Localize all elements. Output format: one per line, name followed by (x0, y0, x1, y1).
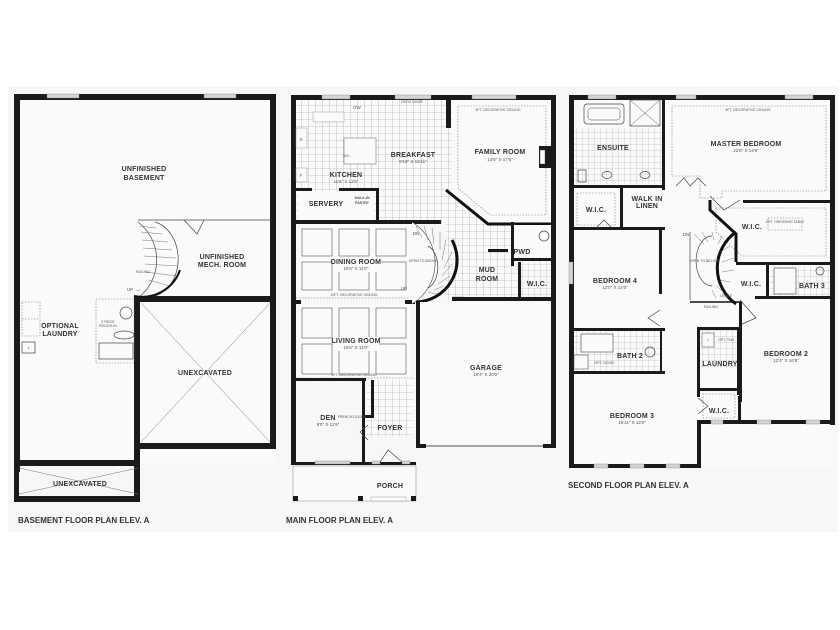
room-label-master-bedroom: MASTER BEDROOM (711, 141, 782, 148)
room-dims-garage: 18'4" X 20'0" (473, 372, 499, 377)
room-label-kitchen: KITCHEN (330, 172, 363, 179)
room-label-porch: PORCH (377, 483, 403, 490)
svg-text:PANTRY: PANTRY (355, 201, 370, 205)
room-label-optional-laundry-2: LAUNDRY (42, 331, 77, 338)
svg-text:10FT. DECORATIVE CEILING: 10FT. DECORATIVE CEILING (330, 293, 377, 297)
svg-text:3 PIECE: 3 PIECE (101, 320, 115, 324)
svg-text:PATIO DOOR: PATIO DOOR (401, 100, 423, 104)
svg-text:OPT. DOOR: OPT. DOOR (594, 361, 614, 365)
room-dims-bedroom-3: 16'11" X 12'0" (618, 420, 646, 425)
room-label-den: DEN (320, 415, 335, 422)
svg-text:T: T (707, 339, 710, 343)
room-label-laundry: LAUNDRY (702, 361, 737, 368)
room-dims-living-room: 16'6" X 11'0" (343, 345, 368, 350)
room-label-bath-3: BATH 3 (799, 283, 825, 290)
room-label-bedroom-4: BEDROOM 4 (593, 278, 637, 285)
room-label-master-wic: W.I.C. (742, 224, 762, 231)
svg-text:DN: DN (413, 231, 420, 236)
basement-plan: RAILING UP → UNFINISHED BASEMENT UNFINIS… (14, 93, 276, 525)
svg-text:OPT. TUB: OPT. TUB (718, 338, 734, 342)
room-label-garage: GARAGE (470, 365, 502, 372)
svg-text:W.K.: W.K. (343, 154, 350, 158)
room-dims-breakfast: 9'10" X 16'11" (399, 159, 427, 164)
room-label-wic-bottom: W.I.C. (709, 408, 729, 415)
basement-caption: BASEMENT FLOOR PLAN ELEV. A (18, 516, 150, 525)
room-label-mud-room: MUD (479, 267, 496, 274)
svg-text:9FT. DECORATIVE CEILING: 9FT. DECORATIVE CEILING (331, 373, 377, 377)
room-label-bedroom-3: BEDROOM 3 (610, 413, 654, 420)
room-label-mech-room: UNFINISHED (200, 254, 245, 261)
svg-text:ROUGH-IN: ROUGH-IN (99, 324, 117, 328)
kitchen-island (343, 137, 377, 165)
sump-pit-box (21, 341, 36, 354)
room-label-living-room: LIVING ROOM (331, 338, 380, 345)
room-label-bath-2: BATH 2 (617, 353, 643, 360)
room-dims-den: 9'0" X 11'9" (317, 422, 340, 427)
room-label-unfinished-basement: UNFINISHED (122, 166, 167, 173)
room-label-family-room: FAMILY ROOM (475, 149, 526, 156)
room-label-ensuite: ENSUITE (597, 145, 629, 152)
svg-text:OPEN TO ABOVE: OPEN TO ABOVE (409, 259, 438, 263)
room-label-unfinished-basement-2: BASEMENT (124, 175, 165, 182)
room-dims-bedroom-2: 12'4" X 16'8" (773, 358, 799, 363)
railing-label: RAILING (136, 270, 150, 274)
svg-text:LINEN: LINEN (636, 203, 658, 210)
svg-text:T: T (27, 347, 30, 351)
room-dims-master-bedroom: 22'8" X 14'6" (733, 148, 759, 153)
room-label-unexcavated: UNEXCAVATED (178, 370, 232, 377)
room-dims-bedroom-4: 12'0" X 14'0" (602, 285, 628, 290)
room-label-walk-in-linen: WALK IN (632, 196, 663, 203)
room-label-bedroom-2: BEDROOM 2 (764, 351, 808, 358)
svg-text:S: S (299, 137, 302, 142)
svg-text:LEDGE: LEDGE (720, 294, 733, 298)
svg-text:9FT. DECORATIVE CEILING: 9FT. DECORATIVE CEILING (475, 108, 521, 112)
main-floor-caption: MAIN FLOOR PLAN ELEV. A (286, 516, 393, 525)
svg-text:RAILING: RAILING (704, 305, 718, 309)
room-label-wic-left: W.I.C. (586, 207, 606, 214)
room-label-dining-room: DINING ROOM (331, 259, 381, 266)
arrow-right-icon: → (135, 287, 141, 293)
svg-text:DN: DN (683, 232, 690, 237)
svg-text:UP: UP (401, 286, 407, 291)
room-dims-dining-room: 16'6" X 11'0" (343, 266, 368, 271)
room-dims-family-room: 14'6" X 17'6" (487, 157, 513, 162)
second-floor-caption: SECOND FLOOR PLAN ELEV. A (568, 481, 689, 490)
svg-text:WALK-IN: WALK-IN (355, 196, 370, 200)
room-label-foyer: FOYER (377, 425, 402, 432)
up-label: UP (127, 287, 133, 292)
room-label-servery: SERVERY (309, 201, 344, 208)
room-label-breakfast: BREAKFAST (391, 152, 436, 159)
svg-text:F: F (300, 173, 303, 178)
svg-text:ROOM: ROOM (476, 276, 499, 283)
room-label-unexcavated-bottom: UNEXCAVATED (53, 481, 107, 488)
svg-text:OPT. DRESSING TABLE: OPT. DRESSING TABLE (766, 220, 805, 224)
room-label-wic-mid: W.I.C. (741, 281, 761, 288)
svg-text:OPEN TO BELOW: OPEN TO BELOW (689, 259, 719, 263)
second-floor-plan: ENSUITE 9FT. DECORATIVE CEILING MASTER B… (568, 94, 835, 490)
room-label-main-wic: W.I.C. (527, 281, 547, 288)
main-floor-plan: 9FT. DECORATIVE CEILING FAMILY ROOM 14'6… (286, 94, 556, 525)
room-label-optional-laundry: OPTIONAL (41, 323, 79, 330)
room-label-pwd: PWD (514, 249, 531, 256)
svg-text:DW: DW (353, 105, 361, 110)
room-label-mech-room-2: MECH. ROOM (198, 262, 246, 269)
svg-text:9FT. DECORATIVE CEILING: 9FT. DECORATIVE CEILING (725, 108, 771, 112)
room-dims-kitchen: 11'6" X 12'6" (333, 179, 358, 184)
svg-text:FRENCH DOORS: FRENCH DOORS (338, 415, 367, 419)
